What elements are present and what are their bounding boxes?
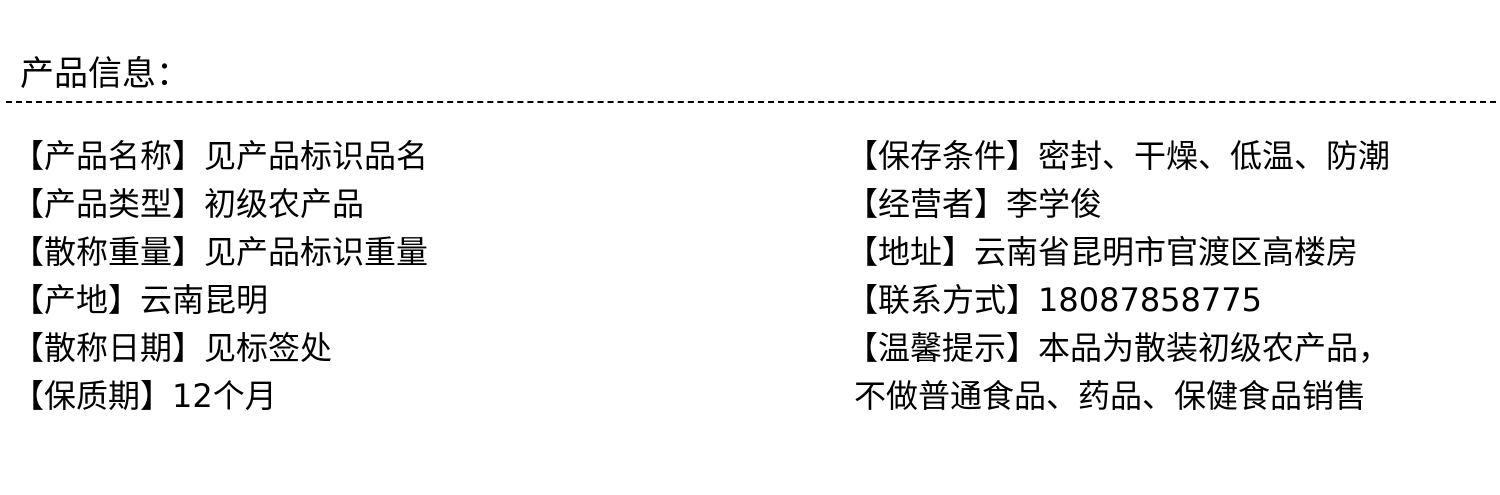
info-column-left: 【产品名称】见产品标识品名 【产品类型】初级农产品 【散称重量】见产品标识重量 … — [12, 132, 428, 420]
info-row-product-type: 【产品类型】初级农产品 — [12, 180, 428, 228]
info-row-notice-continued: 不做普通食品、药品、保健食品销售 — [846, 372, 1390, 420]
dashed-divider — [6, 101, 1496, 103]
info-row-product-name: 【产品名称】见产品标识品名 — [12, 132, 428, 180]
info-label: 【温馨提示】 — [846, 329, 1039, 367]
info-label: 【保质期】 — [12, 377, 173, 415]
info-row-storage: 【保存条件】密封、干燥、低温、防潮 — [846, 132, 1390, 180]
info-label: 【联系方式】 — [846, 281, 1039, 319]
section-title: 产品信息： — [20, 54, 190, 94]
info-value: 12个月 — [172, 377, 277, 415]
info-label: 【散称重量】 — [12, 233, 205, 271]
info-row-shelf-life: 【保质期】12个月 — [12, 372, 428, 420]
info-value: 李学俊 — [1006, 185, 1103, 223]
info-value: 云南昆明 — [140, 281, 269, 319]
info-row-date: 【散称日期】见标签处 — [12, 324, 428, 372]
info-value: 初级农产品 — [204, 185, 365, 223]
info-value: 不做普通食品、药品、保健食品销售 — [854, 377, 1367, 415]
info-value: 见产品标识品名 — [204, 137, 429, 175]
info-value: 本品为散装初级农产品， — [1038, 329, 1391, 367]
info-column-right: 【保存条件】密封、干燥、低温、防潮 【经营者】李学俊 【地址】云南省昆明市官渡区… — [846, 132, 1390, 420]
info-label: 【地址】 — [846, 233, 975, 271]
info-label: 【产地】 — [12, 281, 141, 319]
info-label: 【产品名称】 — [12, 137, 205, 175]
info-label: 【经营者】 — [846, 185, 1007, 223]
info-value: 密封、干燥、低温、防潮 — [1038, 137, 1391, 175]
info-row-contact: 【联系方式】18087858775 — [846, 276, 1390, 324]
info-row-notice: 【温馨提示】本品为散装初级农产品， — [846, 324, 1390, 372]
info-row-origin: 【产地】云南昆明 — [12, 276, 428, 324]
info-label: 【产品类型】 — [12, 185, 205, 223]
info-row-address: 【地址】云南省昆明市官渡区高楼房 — [846, 228, 1390, 276]
info-value: 见产品标识重量 — [204, 233, 429, 271]
info-row-operator: 【经营者】李学俊 — [846, 180, 1390, 228]
info-label: 【散称日期】 — [12, 329, 205, 367]
info-value: 18087858775 — [1038, 281, 1262, 319]
info-label: 【保存条件】 — [846, 137, 1039, 175]
info-value: 见标签处 — [204, 329, 333, 367]
info-value: 云南省昆明市官渡区高楼房 — [974, 233, 1359, 271]
info-row-weight: 【散称重量】见产品标识重量 — [12, 228, 428, 276]
